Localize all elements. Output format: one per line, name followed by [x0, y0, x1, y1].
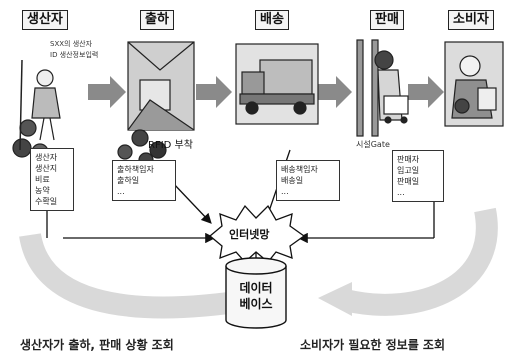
- note-delivery: 배송책임자 배송일 ...: [276, 160, 340, 201]
- flow-arrow-1: [88, 76, 126, 108]
- stage-delivery-label: 배송: [255, 10, 289, 30]
- database-label-line-2: 베이스: [239, 297, 273, 311]
- stage-consumer-label: 소비자: [448, 10, 494, 30]
- database-cylinder: [225, 257, 287, 329]
- internet-label: 인터넷망: [229, 228, 270, 241]
- flow-arrow-2: [196, 76, 232, 108]
- note-producer-line: 농약: [35, 186, 50, 195]
- note-sales-line: 판매자: [397, 155, 420, 164]
- feedback-arrow-right: [342, 207, 498, 316]
- note-shipping: 출하책임자 출하일 ...: [112, 160, 176, 201]
- note-sales-line: 판매일: [397, 177, 420, 186]
- note-producer: 생산자 생산지 비료 농약 수확일: [30, 148, 74, 211]
- sales-illustration: [356, 39, 409, 137]
- note-shipping-line: ...: [117, 187, 125, 196]
- stage-shipping-label: 출하: [140, 10, 174, 30]
- producer-caption-line-1: SXX의 생산자: [50, 40, 93, 48]
- stage-sales-label: 판매: [370, 10, 404, 30]
- consumer-illustration: [444, 41, 504, 127]
- producer-caption-line-2: ID 생산정보입력: [50, 51, 99, 59]
- note-producer-line: 생산자: [35, 153, 58, 162]
- note-shipping-line: 출하일: [117, 176, 140, 185]
- note-producer-line: 수확일: [35, 197, 58, 206]
- note-sales: 판매자 입고일 판매일 ...: [392, 150, 444, 202]
- note-delivery-line: ...: [281, 187, 289, 196]
- note-shipping-line: 출하책임자: [117, 165, 154, 174]
- note-producer-line: 생산지: [35, 164, 58, 173]
- shipping-illustration: [117, 41, 195, 168]
- flow-arrow-4: [408, 76, 444, 108]
- database-label: 데이터 베이스: [226, 280, 286, 312]
- feedback-arrow-left: [19, 232, 252, 319]
- rfid-label: RFID 부착: [148, 140, 193, 151]
- flow-arrows: [88, 76, 444, 108]
- note-delivery-line: 배송책임자: [281, 165, 318, 174]
- internet-burst: [208, 204, 306, 263]
- caption-producer-query: 생산자가 출하, 판매 상황 조회: [20, 338, 174, 352]
- connector-shipping: [171, 181, 212, 224]
- feedback-arrowhead-right: [318, 282, 352, 316]
- note-producer-line: 비료: [35, 175, 50, 184]
- stage-producer-label: 생산자: [22, 10, 68, 30]
- delivery-illustration: [235, 43, 319, 125]
- producer-illustration: [12, 59, 61, 161]
- note-delivery-line: 배송일: [281, 176, 304, 185]
- note-sales-line: ...: [397, 188, 405, 197]
- gate-label: 시설Gate: [356, 140, 390, 149]
- caption-consumer-query: 소비자가 필요한 정보를 조회: [300, 338, 446, 352]
- note-sales-line: 입고일: [397, 166, 420, 175]
- database-label-line-1: 데이터: [239, 281, 273, 295]
- flow-arrow-3: [316, 76, 352, 108]
